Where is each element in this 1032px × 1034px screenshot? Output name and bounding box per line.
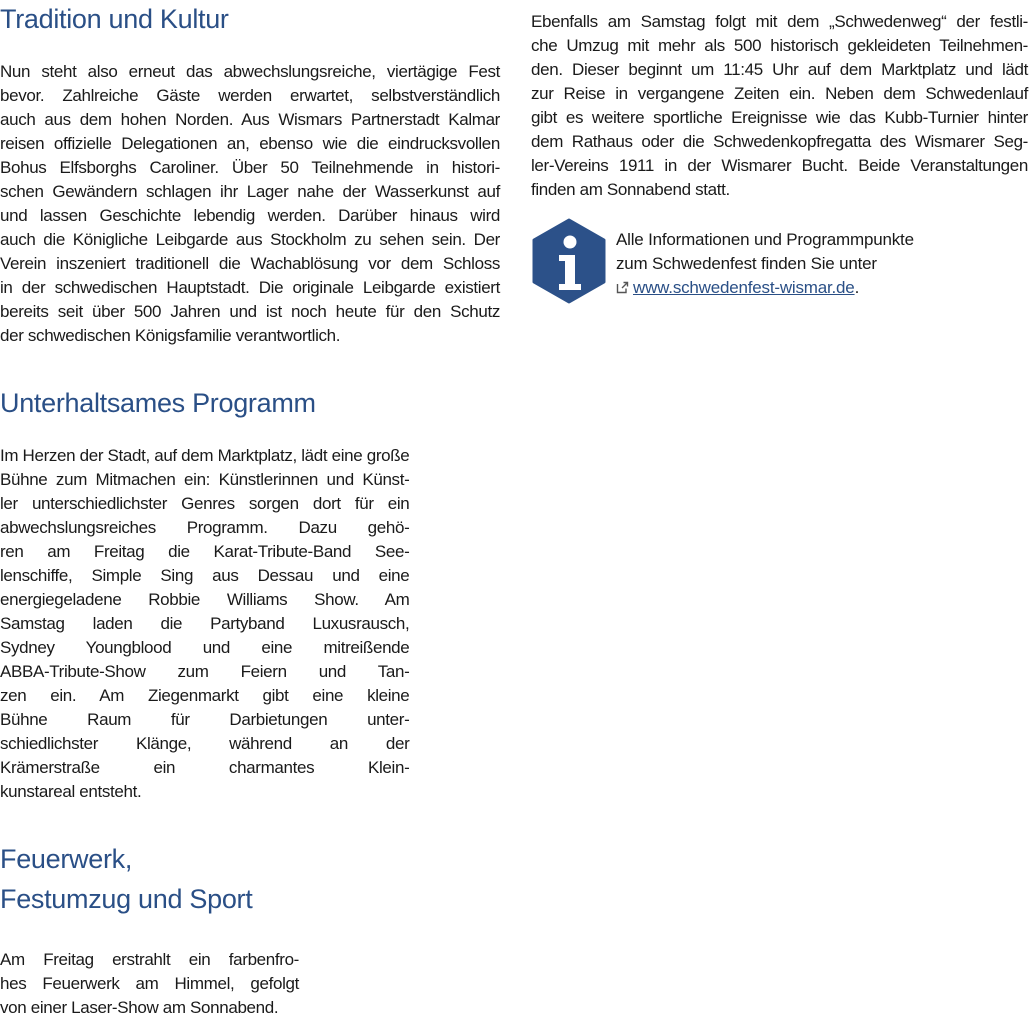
info-text: Alle Informationen und Programmpunkte zu… (616, 228, 914, 300)
website-link[interactable]: www.schwedenfest-wismar.de (633, 278, 855, 297)
text-line: der schwedischen Königsfamilie verantwor… (0, 326, 341, 345)
text-line: den. Dieser beginnt um 11:45 Uhr auf dem… (531, 60, 1028, 79)
text-line: lenschiffe, Simple Sing aus Dessau und e… (0, 566, 410, 585)
text-line: auch aus dem hohen Norden. Aus Wismars P… (0, 110, 500, 129)
text-line: abwechslungsreiches Programm. Dazu gehö- (0, 518, 410, 537)
text-line: Bohus Elfsborghs Caroliner. Über 50 Teil… (0, 158, 500, 177)
info-box: Alle Informationen und Programmpunkte zu… (531, 218, 1011, 308)
text-line: Im Herzen der Stadt, auf dem Marktplatz,… (0, 446, 410, 465)
text-line: von einer Laser-Show am Sonnabend. (0, 998, 279, 1017)
text-line: zur Reise in vergangene Zeiten ein. Nebe… (531, 84, 1028, 103)
section-title-tradition: Tradition und Kultur (0, 4, 229, 34)
text-line: bereits seit über 500 Jahren und ist noc… (0, 302, 500, 321)
text-line: Verein inszeniert traditionell die Wacha… (0, 254, 500, 273)
text-line: und lassen Geschichte lebendig werden. D… (0, 206, 500, 225)
info-line-3: www.schwedenfest-wismar.de. (616, 276, 914, 300)
text-line: finden am Sonnabend statt. (531, 180, 730, 199)
external-link-icon (616, 281, 629, 294)
link-suffix: . (854, 278, 860, 297)
text-line: auch die Königliche Leibgarde aus Stockh… (0, 230, 500, 249)
section-title-feuerwerk-line2: Festumzug und Sport (0, 884, 253, 914)
text-line: ler-Vereins 1911 in der Wismarer Bucht. … (531, 156, 1028, 175)
text-line: bevor. Zahlreiche Gäste werden erwartet,… (0, 86, 500, 105)
text-line: reisen offizielle Delegationen an, ebens… (0, 134, 500, 153)
text-line: gibt es weitere sportliche Ereignisse wi… (531, 108, 1028, 127)
text-line: schiedlichster Klänge, während an der (0, 734, 410, 753)
section-title-feuerwerk-line1: Feuerwerk, (0, 844, 133, 874)
text-line: che Umzug mit mehr als 500 historisch ge… (531, 36, 1028, 55)
text-line: schen Gewändern schlagen ihr Lager nahe … (0, 182, 500, 201)
text-line: dem Rathaus oder die Schwedenkopfregatta… (531, 132, 1028, 151)
text-line: Bühne zum Mitmachen ein: Künstlerinnen u… (0, 470, 410, 489)
text-line: Bühne Raum für Darbietungen unter- (0, 710, 410, 729)
text-line: Ebenfalls am Samstag folgt mit dem „Schw… (531, 12, 1028, 31)
info-line-1: Alle Informationen und Programmpunkte (616, 230, 914, 249)
text-line: ren am Freitag die Karat-Tribute-Band Se… (0, 542, 410, 561)
text-line: hes Feuerwerk am Himmel, gefolgt (0, 974, 299, 993)
paragraph-schwedenweg: Ebenfalls am Samstag folgt mit dem „Schw… (531, 10, 1028, 202)
text-line: Nun steht also erneut das abwechslungsre… (0, 62, 500, 81)
text-line: zen ein. Am Ziegenmarkt gibt eine kleine (0, 686, 410, 705)
paragraph-programm: Im Herzen der Stadt, auf dem Marktplatz,… (0, 444, 410, 804)
info-icon (532, 218, 606, 304)
text-line: Sydney Youngblood und eine mitreißende (0, 638, 410, 657)
text-line: Am Freitag erstrahlt ein farbenfro- (0, 950, 299, 969)
text-line: kunstareal entsteht. (0, 782, 142, 801)
info-line-2: zum Schwedenfest finden Sie unter (616, 254, 877, 273)
text-line: Krämerstraße ein charmantes Klein- (0, 758, 410, 777)
paragraph-tradition: Nun steht also erneut das abwechslungsre… (0, 60, 500, 348)
text-line: energiegeladene Robbie Williams Show. Am (0, 590, 410, 609)
text-line: ler unterschiedlichster Genres sorgen do… (0, 494, 410, 513)
text-line: in der schwedischen Hauptstadt. Die orig… (0, 278, 500, 297)
text-line: Samstag laden die Partyband Luxusrausch, (0, 614, 410, 633)
paragraph-feuerwerk: Am Freitag erstrahlt ein farbenfro-hes F… (0, 948, 299, 1020)
text-line: ABBA-Tribute-Show zum Feiern und Tan- (0, 662, 410, 681)
section-title-programm: Unterhaltsames Programm (0, 388, 316, 418)
